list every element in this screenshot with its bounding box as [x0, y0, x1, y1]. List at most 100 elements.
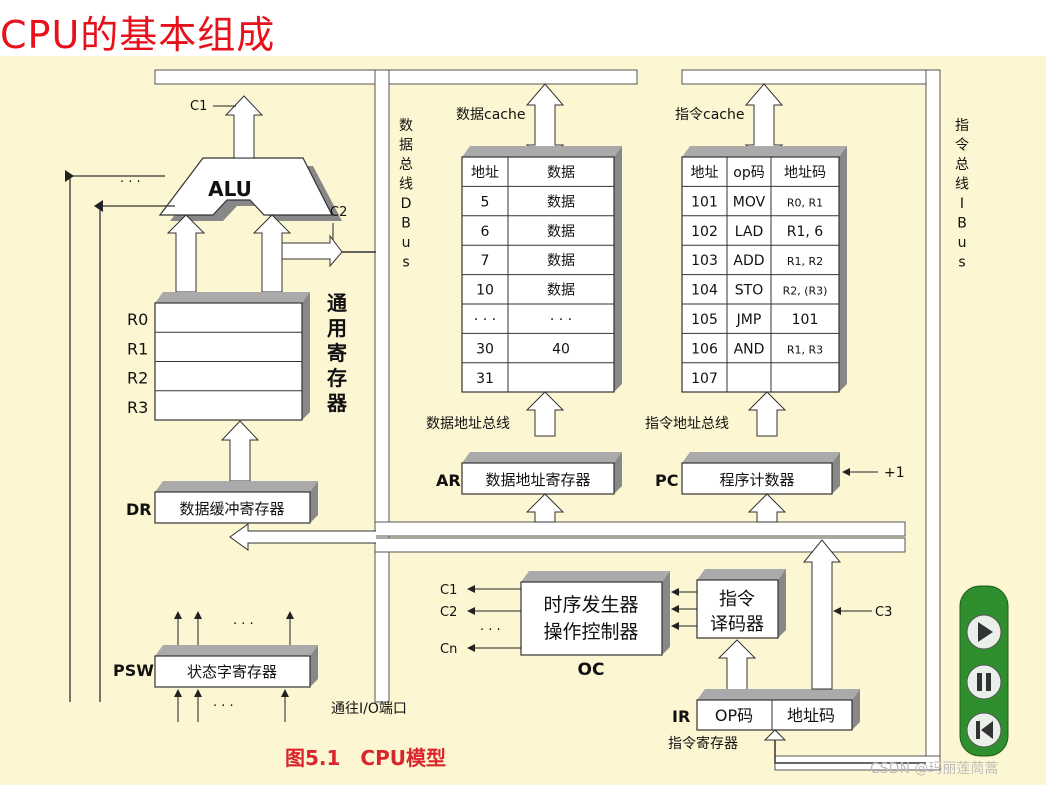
table-header-cell: 地址 — [471, 165, 499, 181]
bus-label-char: I — [960, 196, 964, 212]
dr-label: 数据缓冲寄存器 — [179, 500, 284, 518]
alu-unit: ALU C1 C2 · · · — [65, 95, 376, 702]
data-addr-bus-label: 数据地址总线 — [426, 416, 510, 432]
bus-label-char: B — [957, 216, 967, 232]
table-cell: JMP — [736, 312, 762, 328]
pc-to-cache-arrow — [747, 391, 787, 437]
psw-bottom-dots: · · · — [213, 699, 234, 714]
bus-label-char: 数 — [399, 118, 413, 134]
alu-label: ALU — [208, 177, 252, 201]
bus-to-ar-arrow — [525, 493, 565, 523]
bus-label-char: 令 — [955, 138, 969, 154]
decoder-unit: 指令 译码器 — [671, 569, 786, 639]
alu-dots: · · · — [120, 175, 141, 190]
watermark: CSDN @玛丽莲茼蒿 — [870, 761, 998, 777]
pause-icon — [977, 673, 991, 691]
control-bus — [374, 537, 906, 553]
oc-output-c1: C1 — [440, 583, 457, 598]
alu-c2-label: C2 — [330, 205, 347, 220]
ar-name: AR — [436, 471, 461, 490]
dbus-vertical — [374, 69, 390, 703]
oc-name: OC — [578, 660, 605, 680]
table-cell: 7 — [481, 253, 490, 269]
gpr-title-char: 用 — [327, 316, 347, 340]
gpr-row-label: R2 — [127, 369, 148, 388]
pc-label: 程序计数器 — [719, 471, 794, 489]
ir-to-bus-arrow — [802, 539, 842, 690]
pause-button[interactable] — [966, 664, 1002, 700]
table-header-cell: op码 — [733, 165, 764, 181]
data-cache-title: 数据cache — [456, 107, 525, 123]
table-header-cell: 地址 — [691, 165, 719, 181]
table-header-cell: 地址码 — [784, 165, 826, 181]
dbus-to-dr-arrow — [229, 523, 376, 551]
table-cell: 105 — [691, 312, 718, 328]
table-cell: 数据 — [547, 224, 575, 240]
gpr-row-label: R1 — [127, 339, 148, 358]
bus-label-char: D — [401, 196, 412, 212]
ir-register: IR OP码 地址码 指令寄存器 C3 — [668, 539, 926, 764]
psw-top-dots: · · · — [233, 617, 254, 632]
table-cell: R2, (R3) — [783, 285, 828, 298]
table-cell: 10 — [476, 283, 494, 299]
dr-register: DR 数据缓冲寄存器 — [126, 481, 318, 524]
instr-addr-bus-label: 指令地址总线 — [645, 416, 729, 432]
table-cell: R1, 6 — [787, 224, 824, 240]
psw-name: PSW — [113, 661, 154, 680]
decoder-line-1: 指令 — [719, 589, 755, 610]
bus-to-pc-arrow — [747, 493, 787, 523]
gpr-title-char: 寄 — [327, 341, 347, 365]
table-cell: 101 — [691, 194, 718, 210]
instr-cache-title: 指令cache — [675, 107, 744, 123]
ar-label: 数据地址寄存器 — [485, 471, 590, 489]
alu-to-dbus-arrow — [281, 234, 343, 268]
gpr-row-label: R3 — [127, 398, 148, 417]
play-icon — [978, 622, 993, 642]
ar-to-cache-arrow — [525, 391, 565, 437]
bus-label-char: u — [958, 235, 967, 251]
rewind-button[interactable] — [966, 712, 1002, 748]
alu-c1-label: C1 — [190, 99, 207, 114]
bus-label-char: s — [958, 255, 965, 271]
ir-op-field: OP码 — [715, 706, 753, 725]
table-cell: 104 — [691, 283, 718, 299]
bus-label-char: 线 — [399, 177, 413, 193]
ir-c3-label: C3 — [875, 605, 892, 620]
pc-inc-label: +1 — [884, 465, 905, 481]
middle-bus — [374, 521, 906, 537]
table-cell: · · · — [474, 312, 496, 328]
pc-register: PC 程序计数器 +1 — [655, 452, 905, 495]
dr-name: DR — [126, 500, 152, 519]
feedback-line-outer — [69, 175, 165, 702]
table-cell: 101 — [792, 312, 819, 328]
table-cell: 数据 — [547, 194, 575, 210]
media-controls — [959, 585, 1009, 757]
play-button[interactable] — [966, 614, 1002, 650]
bus-label-char: 线 — [955, 177, 969, 193]
gpr-title-char: 器 — [326, 391, 348, 415]
top-instr-bus — [681, 69, 939, 85]
ir-to-decoder-arrow — [717, 639, 757, 691]
table-cell: 数据 — [547, 253, 575, 269]
gpr-row-label: R0 — [127, 310, 148, 329]
bus-system — [154, 69, 941, 771]
oc-output-dots: · · · — [480, 623, 501, 638]
bus-label-char: 总 — [399, 157, 413, 173]
oc-line-1: 时序发生器 — [543, 594, 638, 616]
psw-register: PSW 状态字寄存器 · · · · · · — [113, 611, 318, 722]
heading-text: CPU的基本组成 — [0, 13, 276, 57]
table-cell: 40 — [552, 341, 570, 357]
ibus-vertical — [925, 69, 941, 771]
feedback-line-inner — [99, 205, 175, 702]
top-data-bus — [154, 69, 638, 85]
table-cell: MOV — [733, 194, 766, 210]
oc-output-cn: Cn — [440, 642, 457, 657]
table-cell: 5 — [481, 194, 490, 210]
psw-label: 状态字寄存器 — [187, 663, 277, 681]
pc-name: PC — [655, 471, 678, 490]
